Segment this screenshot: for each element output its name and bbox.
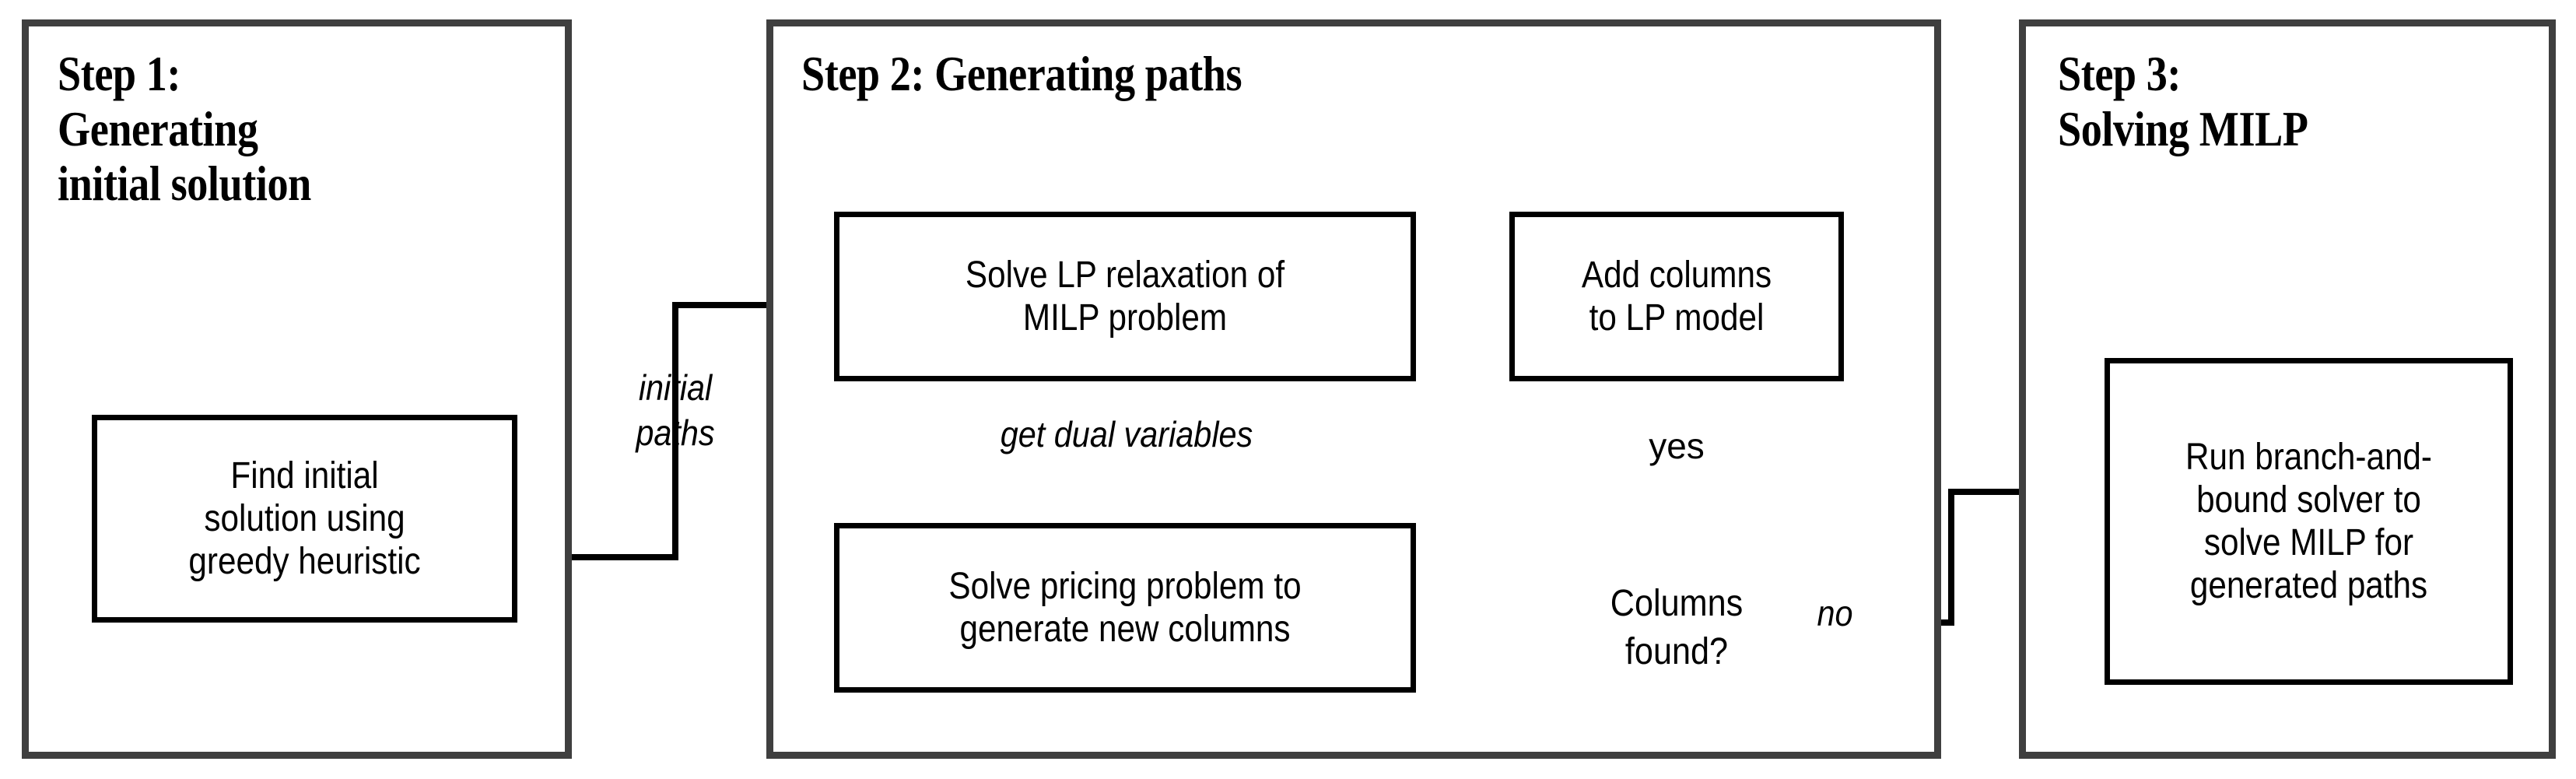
edge-label-initial-paths: initial paths bbox=[636, 367, 715, 453]
panel-step-1 bbox=[22, 19, 572, 759]
edge-initial-paths bbox=[517, 279, 825, 560]
panel-step-3-title: Step 3: Solving MILP bbox=[2058, 47, 2308, 156]
edge-label-yes: yes bbox=[1649, 426, 1705, 466]
node-solve-lp-relaxation[interactable]: Solve LP relaxation of MILP problem bbox=[834, 212, 1416, 381]
node-solve-lp-relaxation-text: Solve LP relaxation of MILP problem bbox=[965, 254, 1285, 339]
node-find-initial-solution[interactable]: Find initial solution using greedy heuri… bbox=[92, 415, 517, 623]
node-add-columns-to-lp-model-text: Add columns to LP model bbox=[1581, 254, 1772, 339]
node-solve-pricing-problem[interactable]: Solve pricing problem to generate new co… bbox=[834, 523, 1416, 693]
node-solve-pricing-problem-text: Solve pricing problem to generate new co… bbox=[948, 566, 1302, 650]
edge-label-get-dual-variables: get dual variables bbox=[1000, 414, 1253, 454]
panel-step-2-title: Step 2: Generating paths bbox=[801, 47, 1242, 101]
node-run-branch-and-bound[interactable]: Run branch-and- bound solver to solve MI… bbox=[2105, 358, 2513, 685]
panel-step-1-title: Step 1: Generating initial solution bbox=[58, 47, 311, 212]
node-add-columns-to-lp-model[interactable]: Add columns to LP model bbox=[1509, 212, 1844, 381]
node-find-initial-solution-text: Find initial solution using greedy heuri… bbox=[188, 455, 421, 582]
edge-label-no: no bbox=[1817, 593, 1853, 633]
node-run-branch-and-bound-text: Run branch-and- bound solver to solve MI… bbox=[2185, 437, 2432, 606]
node-columns-found-text: Columns found? bbox=[1610, 583, 1744, 673]
